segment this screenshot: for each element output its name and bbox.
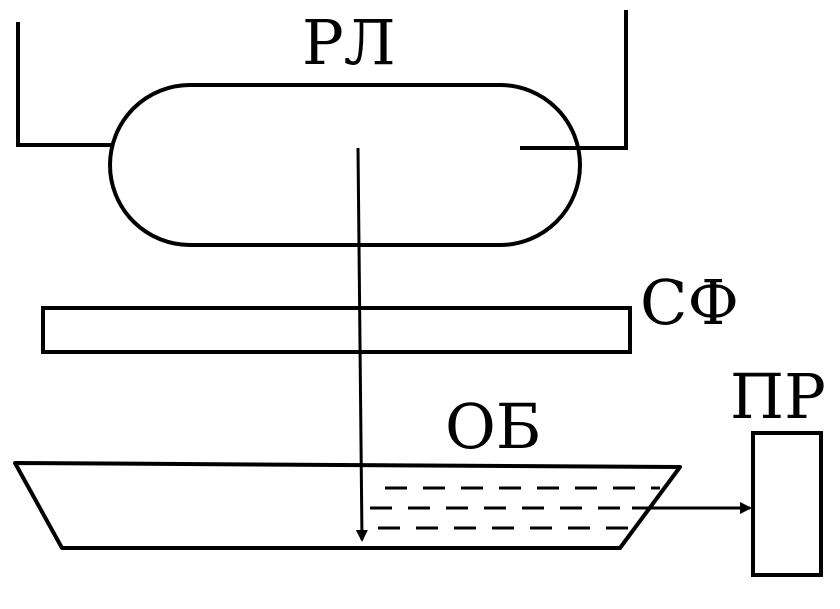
- vessel-outline: [13, 461, 682, 550]
- receiver-box: [751, 431, 823, 577]
- liquid-lines: [370, 486, 660, 530]
- lamp: [16, 10, 628, 247]
- light-filter: [41, 306, 632, 354]
- sample-label: ОБ: [445, 390, 542, 463]
- lamp-label: РЛ: [302, 6, 396, 79]
- lamp-tube: [108, 83, 582, 247]
- filter-label: СФ: [640, 266, 739, 339]
- light-beam-arrow: [355, 147, 368, 542]
- receiver-label: ПР: [730, 360, 826, 433]
- lamp-right-lead: [520, 10, 628, 150]
- sample-vessel: [13, 461, 682, 550]
- lamp-left-lead: [16, 22, 112, 147]
